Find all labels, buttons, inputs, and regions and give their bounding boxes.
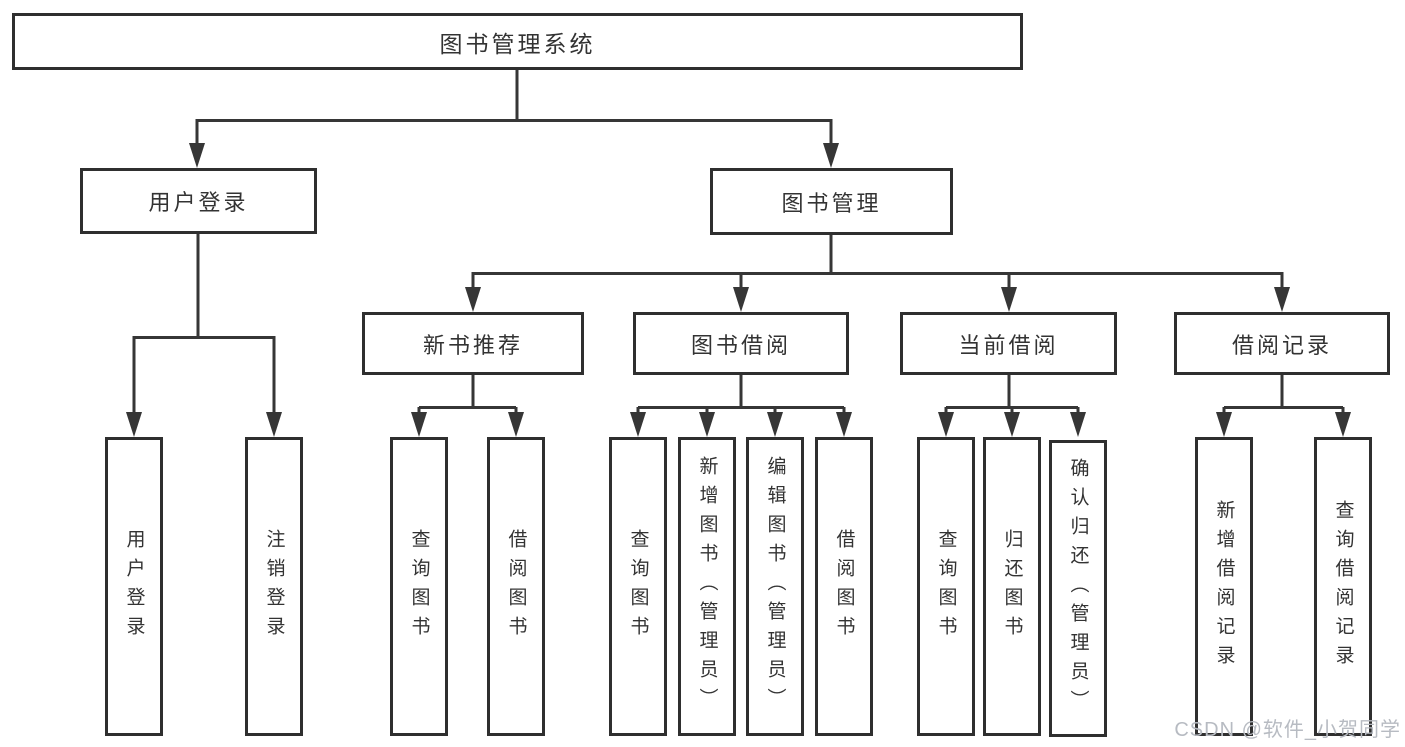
leaf-user-login: 用户登录 — [105, 437, 163, 736]
arrowheads-newbook-leaves — [411, 412, 524, 437]
node-book-borrow: 图书借阅 — [633, 312, 849, 375]
leaf-query-book-1: 查询图书 — [390, 437, 448, 736]
leaf-borrow-book-1-label: 借阅图书 — [505, 528, 527, 645]
leaf-query-book-3-label: 查询图书 — [935, 528, 957, 645]
node-new-book-recommend: 新书推荐 — [362, 312, 584, 375]
leaf-query-book-2: 查询图书 — [609, 437, 667, 736]
connector-currentborrow-to-leaves — [944, 375, 1080, 414]
arrowheads-currentborrow-leaves — [938, 412, 1086, 437]
connector-root-to-level2 — [195, 69, 833, 145]
connector-userlogin-to-leaves — [132, 234, 276, 414]
arrowheads-bookborrow-leaves — [630, 412, 852, 437]
node-borrow-record: 借阅记录 — [1174, 312, 1390, 375]
leaf-logout-login-label: 注销登录 — [263, 528, 285, 645]
arrowheads-borrowrecord-leaves — [1216, 412, 1351, 437]
node-new-book-recommend-label: 新书推荐 — [422, 332, 523, 358]
leaf-add-borrow-record: 新增借阅记录 — [1195, 437, 1253, 736]
node-user-login: 用户登录 — [80, 168, 317, 234]
node-current-borrow-label: 当前借阅 — [958, 332, 1059, 358]
csdn-watermark: CSDN @软件_小贺同学 — [1174, 719, 1401, 741]
connector-newbook-to-leaves — [417, 375, 518, 414]
leaf-confirm-return-admin: 确认归还（管理员） — [1049, 440, 1107, 737]
node-borrow-record-label: 借阅记录 — [1231, 332, 1332, 358]
leaf-edit-book-admin-label: 编辑图书（管理员） — [764, 456, 786, 717]
node-book-management-label: 图书管理 — [781, 190, 882, 216]
connector-bookmgmt-to-level3 — [471, 235, 1284, 290]
connector-borrowrecord-to-leaves — [1222, 375, 1345, 414]
leaf-query-book-2-label: 查询图书 — [627, 528, 649, 645]
leaf-return-book: 归还图书 — [983, 437, 1041, 736]
node-current-borrow: 当前借阅 — [900, 312, 1117, 375]
arrowheads-userlogin-leaves — [126, 412, 282, 437]
leaf-borrow-book-1: 借阅图书 — [487, 437, 545, 736]
leaf-edit-book-admin: 编辑图书（管理员） — [746, 437, 804, 736]
leaf-query-book-1-label: 查询图书 — [408, 528, 430, 645]
node-book-management: 图书管理 — [710, 168, 953, 235]
node-root: 图书管理系统 — [12, 13, 1023, 70]
node-root-label: 图书管理系统 — [439, 30, 596, 57]
leaf-add-borrow-record-label: 新增借阅记录 — [1213, 499, 1235, 674]
leaf-borrow-book-2: 借阅图书 — [815, 437, 873, 736]
leaf-user-login-label: 用户登录 — [123, 528, 145, 645]
node-user-login-label: 用户登录 — [148, 190, 249, 215]
leaf-query-borrow-record-label: 查询借阅记录 — [1332, 499, 1354, 674]
leaf-add-book-admin: 新增图书（管理员） — [678, 437, 736, 736]
arrowheads-level3 — [465, 287, 1290, 312]
leaf-confirm-return-admin-label: 确认归还（管理员） — [1067, 458, 1089, 719]
leaf-query-borrow-record: 查询借阅记录 — [1314, 437, 1372, 736]
leaf-borrow-book-2-label: 借阅图书 — [833, 528, 855, 645]
leaf-query-book-3: 查询图书 — [917, 437, 975, 736]
arrowheads-level2 — [189, 143, 839, 168]
node-book-borrow-label: 图书借阅 — [690, 332, 791, 358]
connector-bookborrow-to-leaves — [636, 375, 846, 414]
leaf-add-book-admin-label: 新增图书（管理员） — [696, 456, 718, 717]
leaf-return-book-label: 归还图书 — [1001, 528, 1023, 645]
leaf-logout-login: 注销登录 — [245, 437, 303, 736]
